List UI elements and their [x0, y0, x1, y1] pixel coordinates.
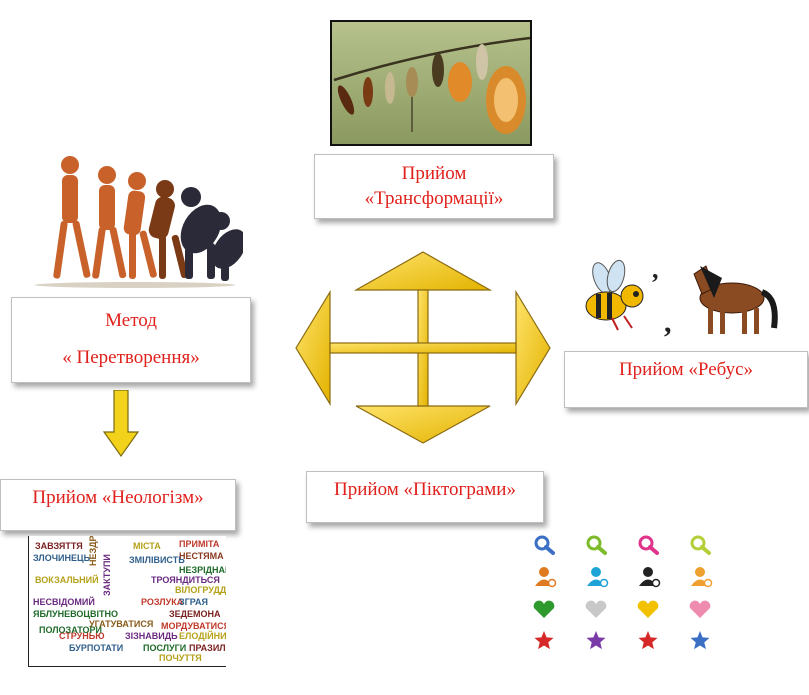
star-icon	[638, 631, 658, 650]
heart-icon	[689, 600, 711, 618]
star-icon	[534, 631, 554, 650]
word-cloud-word: НЕСТЯМА	[179, 551, 224, 561]
word-cloud-word: СТРУНЬЮ	[59, 631, 105, 641]
node-rebus: Прийом «Ребус»	[564, 351, 808, 408]
node-rebus-label: Прийом «Ребус»	[618, 359, 754, 380]
search-icon	[534, 535, 555, 555]
heart-icon	[637, 600, 659, 618]
user-icon	[639, 567, 661, 588]
word-cloud-word: РОЗЛУКА	[141, 597, 184, 607]
node-neologism: Прийом «Неологізм»	[0, 479, 236, 531]
node-conversion-line2: « Перетворення»	[62, 347, 200, 368]
word-cloud-word: ПРИМІТА	[179, 539, 220, 549]
node-transformation-line2: «Трансформації»	[364, 187, 504, 209]
node-pictogram: Прийом «Піктограми»	[306, 471, 544, 523]
node-conversion-line1: Метод	[105, 310, 157, 332]
node-transformation: Прийом «Трансформації»	[314, 154, 554, 219]
search-icon	[638, 535, 659, 555]
heart-icon	[533, 600, 555, 618]
word-cloud-word: ЗЕДЕМОНА	[169, 609, 221, 619]
pictogram-icon-grid	[516, 530, 726, 660]
star-icon	[586, 631, 606, 650]
butterfly-metamorphosis-image	[328, 18, 534, 148]
word-cloud-word: НЕЗРІДНАНІ	[179, 565, 226, 575]
four-way-arrow	[294, 250, 552, 445]
svg-text:,: ,	[664, 306, 672, 338]
word-cloud-word: ВІЛОГРУДДЯ	[175, 585, 226, 595]
user-icon	[691, 567, 713, 588]
word-cloud-word: ЗМІЛІВИСТЬ	[129, 555, 185, 565]
search-icon	[586, 535, 607, 555]
word-cloud-word: ЗАКТУПИ	[102, 554, 112, 596]
word-cloud-word: НЕЗДРУЖНИЙ	[88, 536, 98, 566]
word-cloud-word: МІСТА	[133, 541, 161, 551]
word-cloud-word: ЗГРАЯ	[179, 597, 208, 607]
rebus-bee-horse-image: , ,	[582, 255, 782, 339]
node-neologism-label: Прийом «Неологізм»	[32, 487, 204, 508]
word-cloud-word: ПОЧУТТЯ	[159, 653, 202, 663]
node-conversion: Метод « Перетворення»	[11, 297, 251, 383]
heart-icon	[585, 600, 607, 618]
node-transformation-line1: Прийом	[401, 162, 467, 184]
word-cloud-word: ЯБЛУНЕВОЦВІТНО	[33, 609, 118, 619]
word-cloud-word: ПОЛОЗАТОРИ	[39, 625, 102, 635]
word-cloud-word: ЕЛОДІЙНИЙ	[179, 631, 226, 641]
down-arrow-icon	[102, 389, 140, 458]
node-pictogram-label: Прийом «Піктограми»	[334, 479, 516, 500]
word-cloud-word: ТРОЯНДИТЬСЯ	[151, 575, 220, 585]
word-cloud-word: МОРДУВАТИСЯ	[161, 621, 226, 631]
word-cloud-word: НЕСВІДОМИЙ	[33, 597, 95, 607]
search-icon	[690, 535, 711, 555]
user-icon	[535, 567, 557, 588]
user-icon	[587, 567, 609, 588]
star-icon	[690, 631, 710, 650]
word-cloud-word: ВОКЗАЛЬНИЙ	[35, 575, 99, 585]
neologism-word-cloud: ЗАВЗЯТТЯ ЗЛОЧИНЕЦЬ ВОКЗАЛЬНИЙ НЕСВІДОМИЙ ЯБЛ…	[28, 536, 226, 667]
word-cloud-word: ПОСЛУГИ	[143, 643, 187, 653]
human-evolution-image	[25, 145, 247, 290]
word-cloud-word: ЗЛОЧИНЕЦЬ	[33, 553, 91, 563]
word-cloud-word: УГАТУВАТИСЯ	[89, 619, 154, 629]
word-cloud-word: ПРАЗИЛЬ	[189, 643, 226, 653]
word-cloud-word: ЗІЗНАВИДЬ	[125, 631, 178, 641]
word-cloud-word: БУРПОТАТИ	[69, 643, 124, 653]
word-cloud-word: ЗАВЗЯТТЯ	[35, 541, 83, 551]
svg-text:,: ,	[652, 258, 659, 284]
